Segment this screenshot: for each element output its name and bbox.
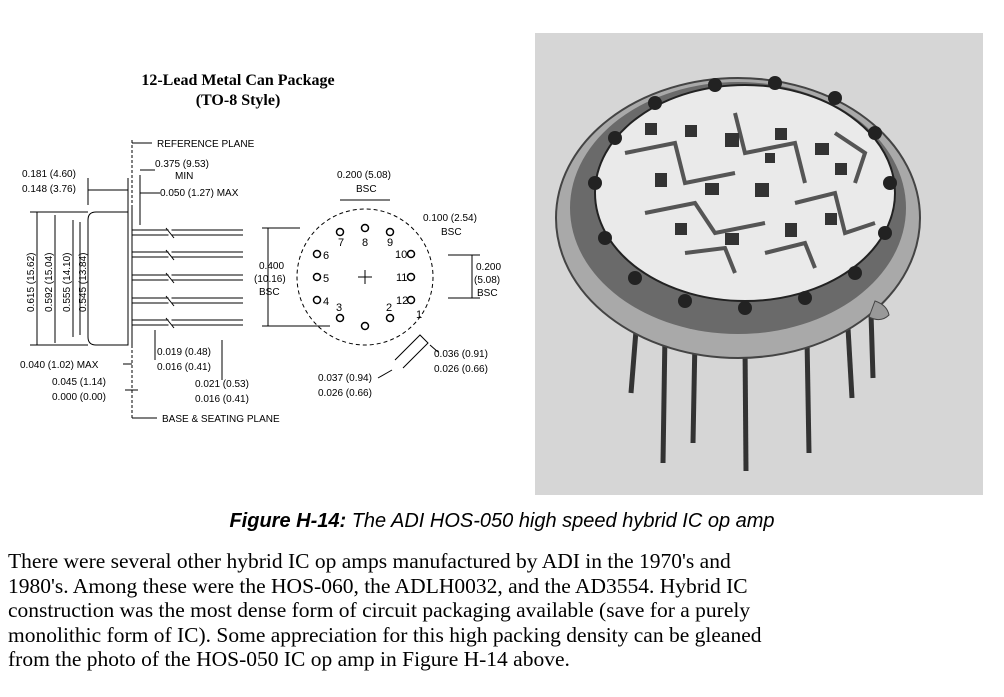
body-line: There were several other hybrid IC op am…	[8, 549, 731, 573]
bottom-view-pins	[312, 223, 416, 331]
pin-label: 3	[336, 302, 342, 314]
pin-spacing-top: 0.200 (5.08)	[337, 170, 391, 181]
diameter-dimension-lines	[30, 211, 88, 346]
pin-label: 8	[362, 237, 368, 249]
side-leads	[132, 229, 243, 326]
photo-leads	[628, 312, 876, 472]
base-plane-label: BASE & SEATING PLANE	[162, 414, 280, 425]
reference-plane-label: REFERENCE PLANE	[157, 139, 255, 150]
pcd-mm: (10.16)	[254, 274, 286, 285]
tab2-max: 0.037 (0.94)	[318, 373, 372, 384]
package-title: 12-Lead Metal Can Package	[141, 72, 335, 89]
dia-545-value: 0.545 (13.84)	[78, 253, 89, 313]
dia-555-value: 0.555 (14.10)	[62, 253, 73, 313]
tab-outline	[394, 334, 429, 369]
pin-label: 5	[323, 273, 329, 285]
flange-max-value: 0.050 (1.27) MAX	[160, 188, 239, 199]
hybrid-ic-photo	[535, 33, 983, 495]
body-line: from the photo of the HOS-050 IC op amp …	[8, 647, 570, 671]
height-min-value: 0.148 (3.76)	[22, 184, 76, 195]
tab2-min: 0.026 (0.66)	[318, 388, 372, 399]
lead-length-value: 0.375 (9.53)	[155, 159, 209, 170]
dia-615-value: 0.615 (15.62)	[26, 253, 37, 313]
right-spacing-bsc: BSC	[477, 288, 498, 299]
chips	[645, 123, 847, 245]
height-max-value: 0.181 (4.60)	[22, 169, 76, 180]
package-subtitle: (TO-8 Style)	[195, 92, 281, 109]
body-line: monolithic form of IC). Some appreciatio…	[8, 622, 762, 647]
body-paragraph: There were several other hybrid IC op am…	[8, 549, 998, 672]
height-dimension-lines	[87, 169, 160, 225]
can-body-outline	[87, 205, 129, 346]
tab-min: 0.026 (0.66)	[434, 364, 488, 375]
lead-break-marks	[165, 227, 175, 329]
pin-label: 4	[323, 296, 329, 308]
lead-dia-max: 0.019 (0.48)	[157, 347, 211, 358]
rim-pins	[588, 76, 897, 315]
photo-tab	[868, 300, 890, 321]
pin-label: 10	[395, 249, 407, 261]
pin-circle	[296, 208, 434, 346]
pin-label: 7	[338, 237, 344, 249]
body-line: construction was the most dense form of …	[8, 598, 751, 622]
tab-dim-leader	[377, 369, 393, 379]
pcd-value: 0.400	[259, 261, 284, 272]
pin-label: 6	[323, 250, 329, 262]
standoff-max: 0.045 (1.14)	[52, 377, 106, 388]
right-spacing-mm: (5.08)	[474, 275, 500, 286]
dia-592-value: 0.592 (15.04)	[44, 253, 55, 313]
right-spacing-value: 0.200	[476, 262, 501, 273]
pin-spacing-bsc: BSC	[356, 184, 377, 195]
lead-length-min: MIN	[175, 171, 193, 182]
pin-label: 12	[396, 295, 408, 307]
substrate-traces	[624, 112, 876, 274]
tab-dim-leader-2	[429, 344, 439, 353]
pin-pitch-bsc: BSC	[441, 227, 462, 238]
figure-label: Figure H-14:	[229, 510, 347, 532]
flange-thk-value: 0.040 (1.02) MAX	[20, 360, 99, 371]
figure-caption-text: The ADI HOS-050 high speed hybrid IC op …	[346, 510, 775, 532]
pcd-bsc: BSC	[259, 287, 280, 298]
lead2-min: 0.016 (0.41)	[195, 394, 249, 405]
package-outline-drawing: 1 2 3 4 5 6 7 8 9 10 11 12 REFERENCE PLA…	[20, 139, 501, 425]
pin-pitch-value: 0.100 (2.54)	[423, 213, 477, 224]
body-line: 1980's. Among these were the HOS-060, th…	[8, 573, 748, 598]
tab-max: 0.036 (0.91)	[434, 349, 488, 360]
pin-label: 11	[396, 272, 407, 284]
standoff-min: 0.000 (0.00)	[52, 392, 106, 403]
lead-dia-min: 0.016 (0.41)	[157, 362, 211, 373]
pin-label: 2	[386, 302, 392, 314]
figure-caption: Figure H-14: The ADI HOS-050 high speed …	[0, 510, 1004, 533]
lead2-max: 0.021 (0.53)	[195, 379, 249, 390]
pin-label: 1	[416, 309, 422, 321]
pin-label: 9	[387, 237, 393, 249]
